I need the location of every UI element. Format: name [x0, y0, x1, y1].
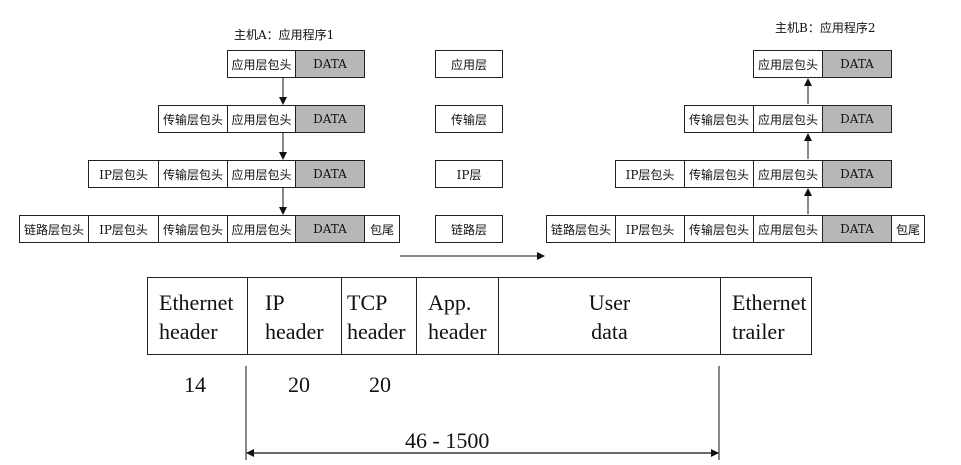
host-b-link-row-ip-header: IP层包头	[615, 215, 685, 243]
host-b-ip-row-app-header: 应用层包头	[753, 160, 823, 188]
frame-field-user-data: User data	[498, 278, 720, 354]
frame-field-ip-header: IP header	[247, 278, 341, 354]
host-b-link-row-transport-header: 传输层包头	[684, 215, 754, 243]
frame-field-label-line2: header	[159, 319, 218, 344]
host-a-link-row-data: DATA	[295, 215, 365, 243]
frame-field-label-line1: Ethernet	[732, 290, 807, 315]
frame-field-label-line1: IP	[265, 290, 285, 315]
host-b-link-row-link-header: 链路层包头	[546, 215, 616, 243]
host-a-transport-row-data: DATA	[295, 105, 365, 133]
host-b-ip-row-transport-header: 传输层包头	[684, 160, 754, 188]
layer-label-link: 链路层	[435, 215, 503, 243]
frame-field-label-line2: header	[347, 319, 406, 344]
frame-field-label-line1: User	[588, 290, 631, 315]
frame-field-label-line1: TCP	[347, 290, 388, 315]
host-b-ip-row-data: DATA	[822, 160, 892, 188]
frame-field-ethernet-trailer: Ethernet trailer	[720, 278, 811, 354]
layer-label-ip: IP层	[435, 160, 503, 188]
size-ip-header: 20	[288, 372, 310, 397]
frame-field-label-line1: App.	[428, 290, 472, 315]
frame-field-label-line2: header	[428, 319, 487, 344]
host-b-ip-row-ip-header: IP层包头	[615, 160, 685, 188]
host-a-ip-row-app-header: 应用层包头	[227, 160, 296, 188]
host-a-link-row-transport-header: 传输层包头	[158, 215, 228, 243]
frame-field-label-line2: data	[591, 319, 628, 344]
host-b-link-row-data: DATA	[822, 215, 892, 243]
host-a-link-row-trailer: 包尾	[364, 215, 400, 243]
size-tcp-header: 20	[369, 372, 391, 397]
frame-field-label-line1: Ethernet	[159, 290, 234, 315]
host-b-transport-row-transport-header: 传输层包头	[684, 105, 754, 133]
host-a-link-row-ip-header: IP层包头	[88, 215, 159, 243]
frame-field-tcp-header: TCP header	[341, 278, 416, 354]
host-a-transport-row-transport-header: 传输层包头	[158, 105, 228, 133]
host-b-transport-row-app-header: 应用层包头	[753, 105, 823, 133]
host-a-ip-row-data: DATA	[295, 160, 365, 188]
payload-span-label: 46 - 1500	[405, 428, 490, 453]
host-a-ip-row-transport-header: 传输层包头	[158, 160, 228, 188]
host-b-app-row-data: DATA	[822, 50, 892, 78]
frame-field-label-line2: trailer	[732, 319, 785, 344]
host-a-app-row-data: DATA	[295, 50, 365, 78]
host-b-link-row-app-header: 应用层包头	[753, 215, 823, 243]
layer-label-application: 应用层	[435, 50, 503, 78]
host-a-title: 主机A：应用程序1	[234, 28, 335, 42]
layer-label-transport: 传输层	[435, 105, 503, 133]
host-b-link-row-trailer: 包尾	[891, 215, 925, 243]
size-ethernet-header: 14	[184, 372, 206, 397]
frame-field-ethernet-header: Ethernet header	[148, 278, 247, 354]
frame-field-label-line2: header	[265, 319, 324, 344]
frame-field-app-header: App. header	[416, 278, 498, 354]
host-b-app-row-app-header: 应用层包头	[753, 50, 823, 78]
ethernet-frame: Ethernet header IP header TCP header App…	[147, 277, 812, 355]
host-a-transport-row-app-header: 应用层包头	[227, 105, 296, 133]
host-a-ip-row-ip-header: IP层包头	[88, 160, 159, 188]
host-b-transport-row-data: DATA	[822, 105, 892, 133]
host-a-link-row-app-header: 应用层包头	[227, 215, 296, 243]
host-b-title: 主机B：应用程序2	[775, 21, 876, 35]
host-a-link-row-link-header: 链路层包头	[19, 215, 89, 243]
host-a-app-row-app-header: 应用层包头	[227, 50, 296, 78]
